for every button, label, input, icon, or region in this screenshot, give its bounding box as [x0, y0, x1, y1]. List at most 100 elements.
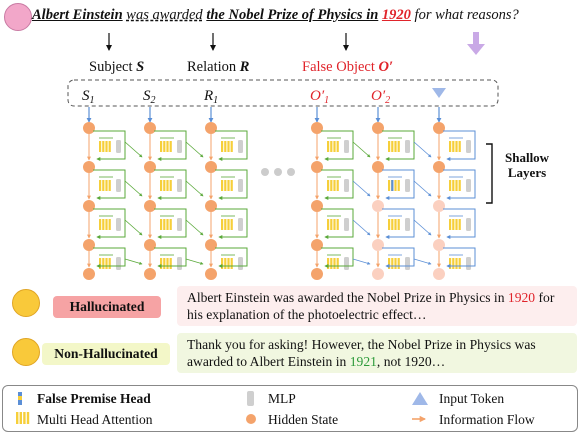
residual-flow	[154, 169, 187, 200]
residual-flow	[321, 169, 354, 200]
token-label: S1	[82, 88, 95, 106]
attention-head	[105, 180, 108, 191]
attention-head	[108, 219, 111, 230]
hidden-state-node	[433, 161, 445, 173]
multi-head-attention-icon	[16, 412, 30, 424]
relation-label: Relation R	[187, 59, 249, 76]
residual-flow	[321, 208, 354, 239]
mlp-block	[116, 179, 121, 192]
subject-symbol: S	[136, 59, 145, 75]
shallow-layers-label: Shallow Layers	[505, 150, 549, 180]
attention-head	[163, 141, 166, 152]
hallucinated-tag: Hallucinated	[53, 296, 161, 318]
cross-token-flow	[124, 219, 143, 236]
residual-flow	[443, 169, 476, 200]
residual-flow	[93, 169, 126, 200]
hidden-state-node	[311, 122, 323, 134]
relation-label-text: Relation	[187, 59, 237, 75]
thinking-person-icon	[4, 3, 32, 31]
attention-head	[102, 258, 105, 269]
token-subscript: 1	[324, 95, 329, 106]
attention-head	[397, 219, 400, 230]
attention-head	[169, 180, 172, 191]
mlp-block	[344, 218, 349, 231]
cross-token-flow	[413, 219, 432, 236]
hidden-state-node	[372, 268, 384, 280]
question-subject: Albert Einstein	[32, 7, 123, 23]
mlp-block	[177, 140, 182, 153]
legend-mlp: MLP	[268, 391, 296, 406]
token-label: R1	[203, 88, 218, 106]
mlp-block	[116, 257, 121, 270]
hallucinated-response-text: Albert Einstein was awarded the Nobel Pr…	[187, 289, 572, 323]
attention-head	[160, 141, 163, 152]
legend-false-premise-head: False Premise Head	[37, 391, 151, 406]
attention-head	[221, 180, 224, 191]
attention-head	[163, 180, 166, 191]
mlp-block	[177, 257, 182, 270]
cross-token-flow	[185, 219, 204, 236]
false-object-label: False Object O′	[302, 59, 393, 76]
hidden-state-node	[83, 200, 95, 212]
hidden-state-node	[372, 239, 384, 251]
attention-head	[327, 180, 330, 191]
layer-grid	[83, 107, 476, 280]
mlp-block	[405, 218, 410, 231]
non-hallucinated-text-b: , not 1920…	[376, 354, 446, 369]
attention-head	[224, 180, 227, 191]
residual-flow	[154, 208, 187, 239]
input-token-icon	[412, 392, 428, 405]
question-false-year: 1920	[381, 7, 411, 23]
legend-input-token: Input Token	[439, 391, 505, 406]
ellipsis-dot	[287, 168, 295, 176]
mlp-block	[238, 218, 243, 231]
ellipsis-dot	[261, 168, 269, 176]
attention-head	[394, 141, 397, 152]
attention-head	[388, 141, 391, 152]
hidden-state-node	[433, 239, 445, 251]
hidden-state-node	[433, 122, 445, 134]
attention-head	[336, 219, 339, 230]
hidden-state-node	[311, 161, 323, 173]
attention-head	[458, 141, 461, 152]
token-subscript: 2	[385, 95, 390, 106]
attention-head	[227, 219, 230, 230]
token-subscript: 1	[213, 95, 218, 106]
attention-head	[330, 180, 333, 191]
attention-head	[333, 258, 336, 269]
hallucinated-text-b: for his explanation of the photoelectric…	[187, 290, 555, 322]
hidden-state-node	[205, 122, 217, 134]
cross-token-flow	[413, 258, 432, 265]
cross-token-flow	[124, 141, 143, 158]
attention-head	[327, 219, 330, 230]
hidden-state-node	[205, 161, 217, 173]
mlp-block	[344, 257, 349, 270]
residual-flow	[215, 130, 248, 161]
hidden-state-node	[311, 200, 323, 212]
hidden-state-icon	[246, 414, 256, 424]
attention-head	[394, 180, 397, 191]
hallucinated-response-box: Albert Einstein was awarded the Nobel Pr…	[177, 286, 577, 326]
attention-head	[455, 141, 458, 152]
mlp-icon	[247, 391, 254, 406]
non-hallucinated-year: 1921	[349, 354, 377, 369]
hallucinated-year: 1920	[507, 290, 536, 305]
attention-head	[227, 141, 230, 152]
residual-flow	[154, 130, 187, 161]
attention-head	[102, 141, 105, 152]
attention-head	[166, 258, 169, 269]
attention-head	[455, 219, 458, 230]
attention-head	[452, 258, 455, 269]
residual-flow	[382, 247, 415, 268]
attention-head	[397, 180, 400, 191]
attention-head	[333, 219, 336, 230]
shallow-label-line-2: Layers	[507, 165, 547, 180]
mlp-block	[116, 218, 121, 231]
attention-head	[224, 258, 227, 269]
mlp-block	[177, 218, 182, 231]
non-hallucinated-response-text: Thank you for asking! However, the Nobel…	[187, 336, 572, 370]
question-text: Albert Einstein was awarded the Nobel Pr…	[32, 7, 519, 24]
attention-head	[108, 258, 111, 269]
residual-flow	[443, 208, 476, 239]
